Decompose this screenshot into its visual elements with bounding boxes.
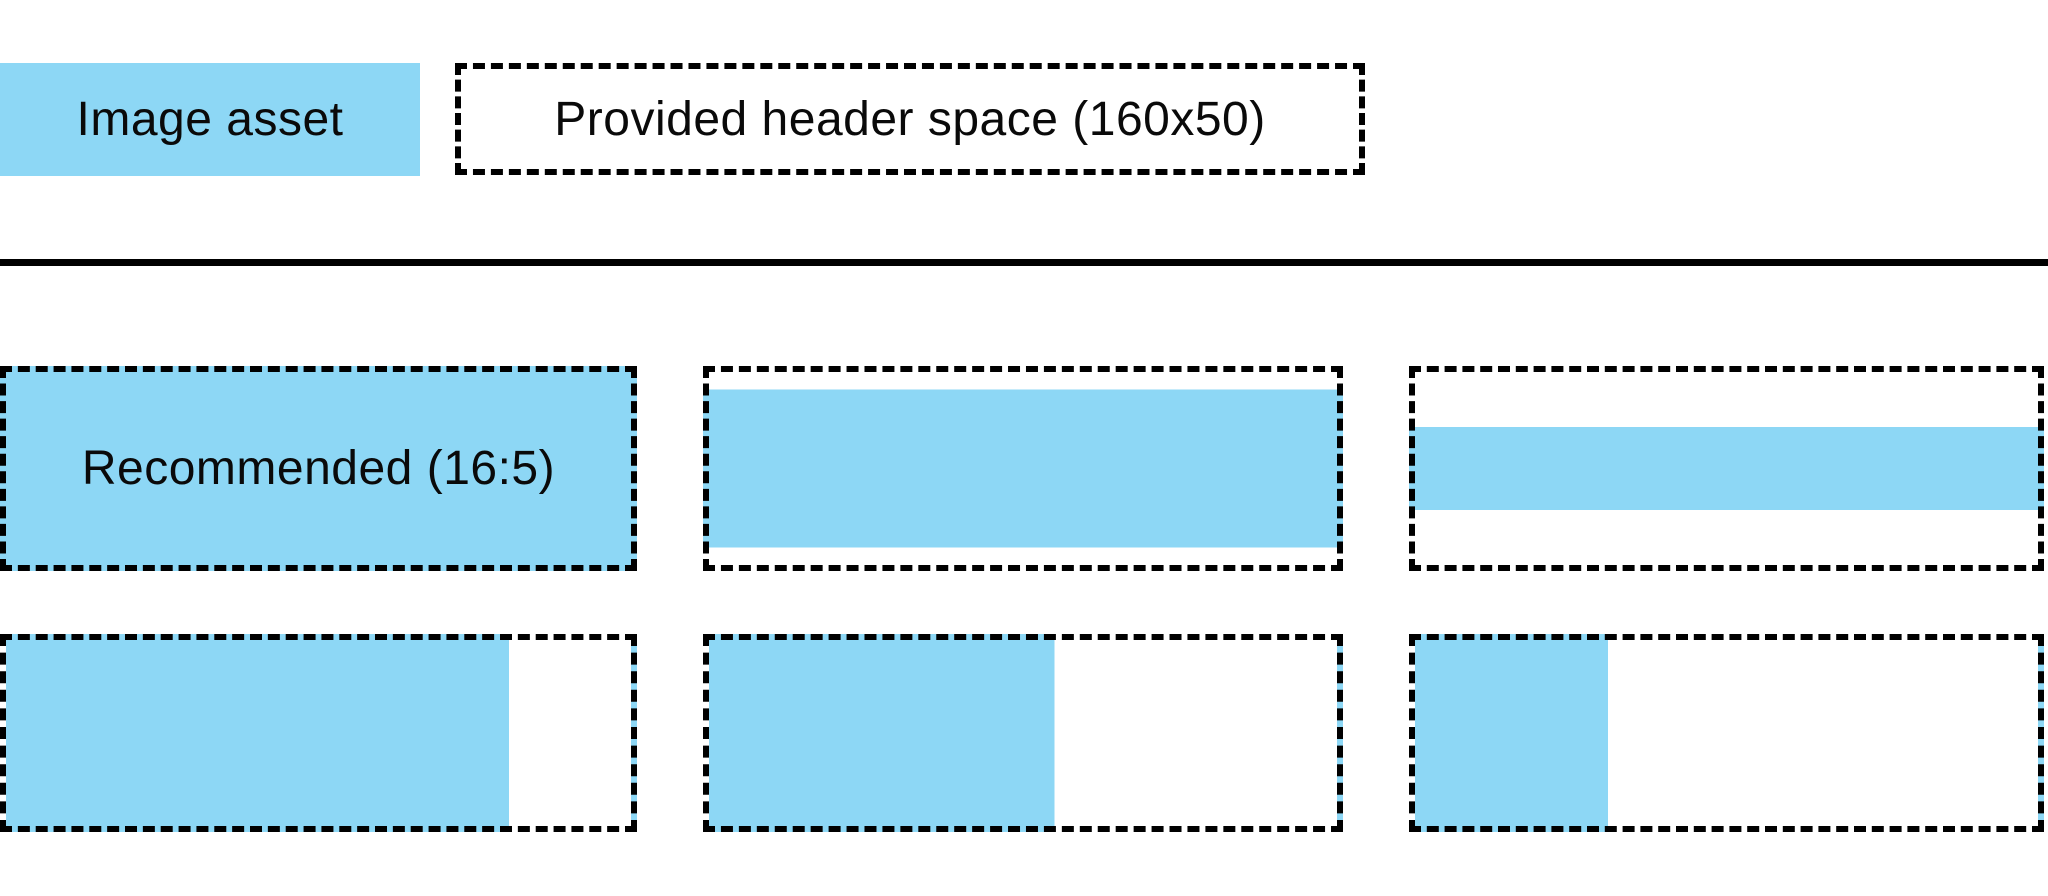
legend-header-space-box: Provided header space (160x50)	[455, 63, 1365, 175]
example-box-full-height-wide	[0, 634, 637, 832]
legend-header-space-label: Provided header space (160x50)	[554, 92, 1266, 146]
legend-image-asset-swatch: Image asset	[0, 63, 420, 176]
example-box-full-width-large-height	[703, 366, 1343, 571]
example-box-full-height-medium	[703, 634, 1343, 832]
legend-image-asset-label: Image asset	[76, 93, 344, 146]
example-box-full-height-narrow	[1409, 634, 2044, 832]
example-box-full-width-thin-height	[1409, 366, 2044, 571]
recommended-label: Recommended (16:5)	[81, 442, 556, 495]
example-box-recommended: Recommended (16:5)	[0, 366, 637, 571]
section-divider-line	[0, 259, 2048, 266]
